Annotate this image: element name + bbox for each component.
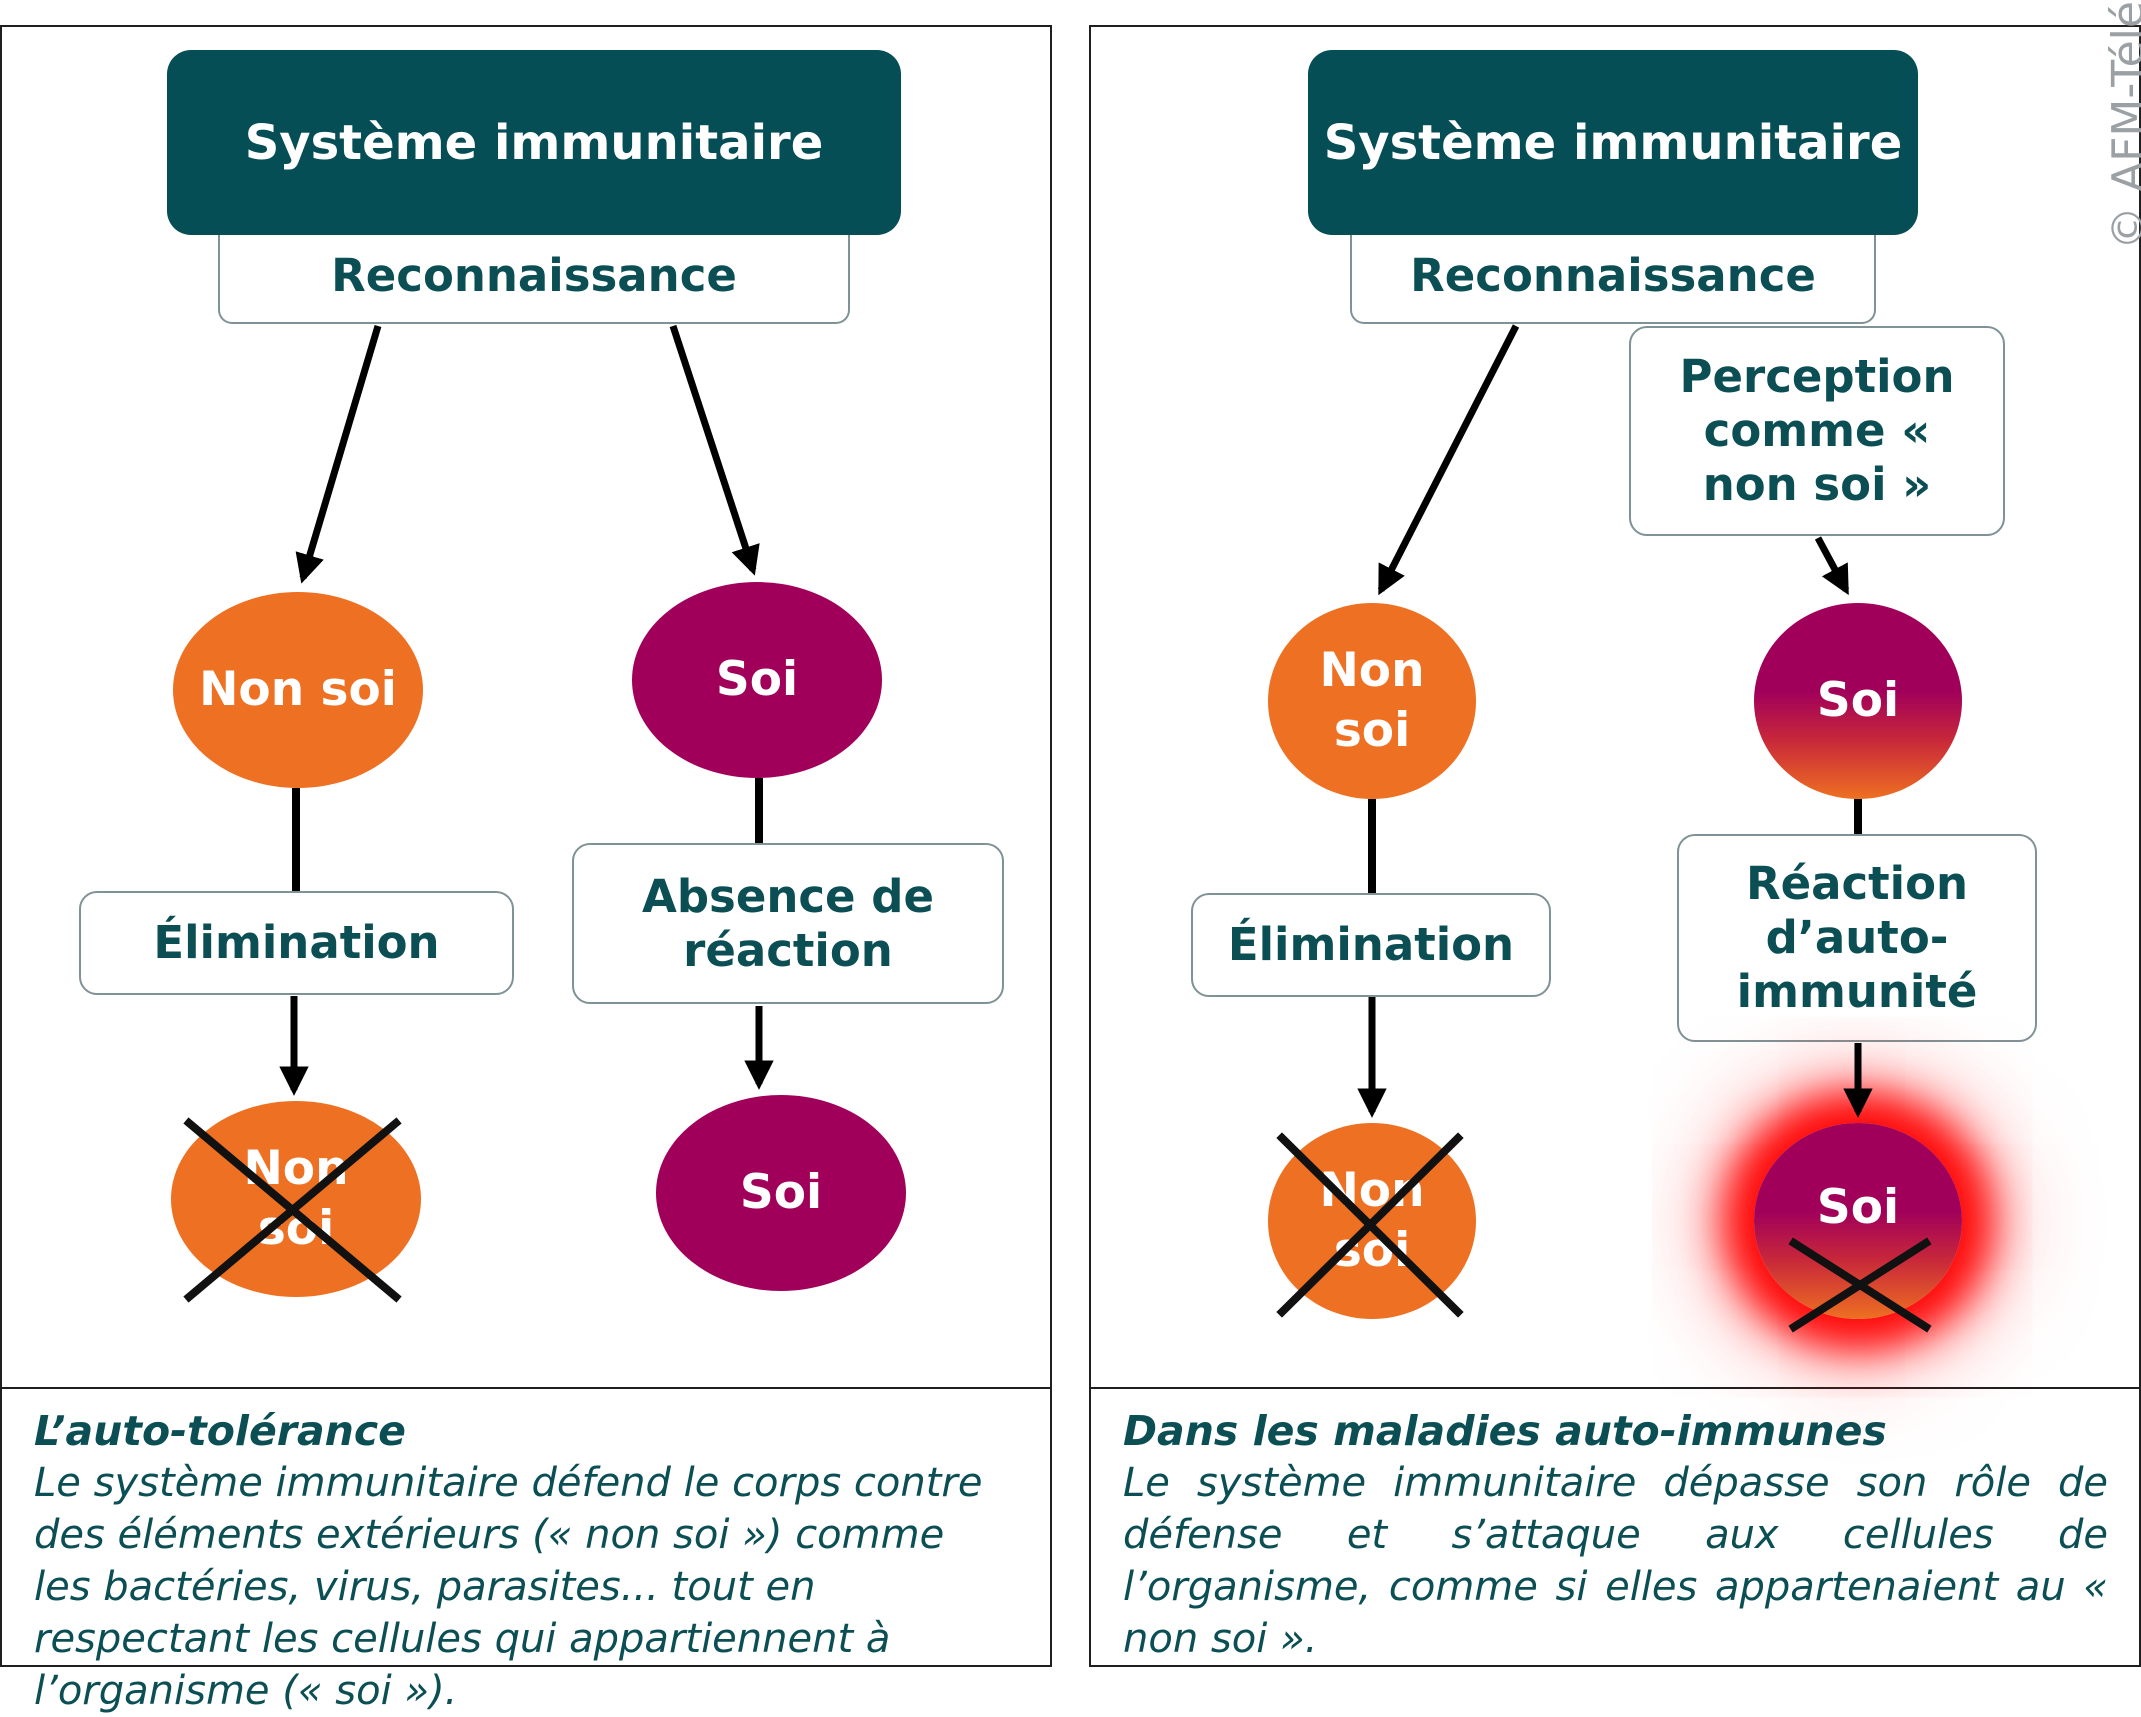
caption-text: Le système immunitaire dépasse son rôle … — [1123, 1460, 2108, 1662]
result-non-soi-eliminated: Non soi — [171, 1101, 421, 1297]
elimination-box: Élimination — [79, 891, 514, 995]
absence-reaction-box: Absence de réaction — [572, 843, 1004, 1004]
node-soi: Soi — [1754, 603, 1962, 799]
caption-area — [1091, 1387, 2139, 1665]
caption-title: Dans les maladies auto-immunes — [1123, 1407, 1887, 1455]
perception-non-soi-box: Perception comme « non soi » — [1629, 326, 2005, 536]
recognition-box: Reconnaissance — [1350, 228, 1876, 324]
recognition-box: Reconnaissance — [218, 228, 850, 324]
elimination-box: Élimination — [1191, 893, 1551, 997]
result-non-soi-eliminated: Non soi — [1268, 1123, 1476, 1319]
caption-title: L’auto-tolérance — [34, 1407, 406, 1455]
caption-area — [2, 1387, 1050, 1665]
result-soi-preserved: Soi — [656, 1095, 906, 1291]
immune-system-header: Système immunitaire — [1308, 50, 1918, 235]
caption-text: Le système immunitaire défend le corps c… — [34, 1460, 983, 1714]
result-soi-attacked: Soi — [1754, 1123, 1962, 1319]
autoimmune-reaction-box: Réaction d’auto-immunité — [1677, 834, 2037, 1042]
node-soi: Soi — [632, 582, 882, 778]
node-non-soi: Non soi — [173, 592, 423, 788]
immune-system-header: Système immunitaire — [167, 50, 901, 235]
copyright-watermark: © AFM-Téléthon — [2103, 0, 2141, 250]
node-non-soi: Non soi — [1268, 603, 1476, 799]
